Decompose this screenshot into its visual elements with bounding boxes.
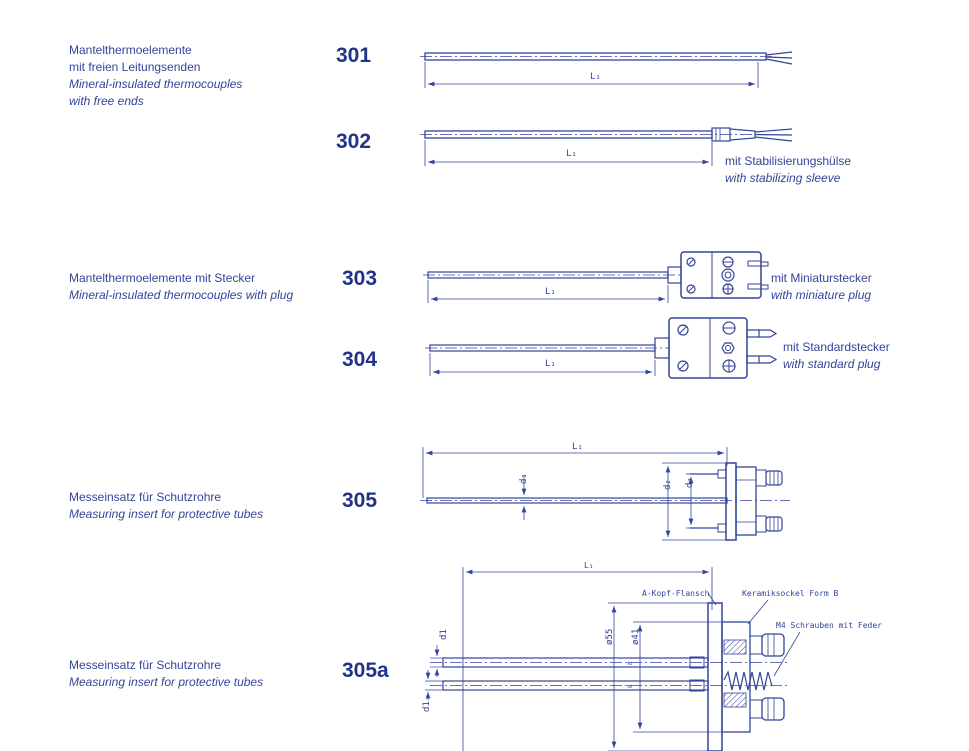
label-d3-305: d₃ [685,477,695,488]
desc-301-de-2: mit freien Leitungsenden [69,60,201,74]
desc-305-de: Messeinsatz für Schutzrohre [69,490,222,504]
label-dia41: ø41 [631,629,641,645]
note-304: mit Standardstecker with standard plug [783,339,890,373]
note-302: mit Stabilisierungshülse with stabilizin… [725,153,851,187]
label-keramiksockel: Keramiksockel Form B [742,589,839,598]
desc-305-en: Measuring insert for protective tubes [69,507,264,521]
label-L1-305a: L₁ [584,561,594,570]
desc-301-en-2: with free ends [69,94,144,108]
note-302-en: with stabilizing sleeve [725,171,841,185]
drawing-301: L₁ [420,51,793,88]
desc-303-de: Mantelthermoelemente mit Stecker [69,271,256,285]
drawing-305: L₁ d₁ d₂ d₃ [420,442,790,541]
item-number-304: 304 [342,348,378,371]
note-303-en: with miniature plug [771,288,872,302]
label-d1-305a-top: d1 [439,629,449,640]
description-303: Mantelthermoelemente mit Stecker Mineral… [69,270,293,304]
label-m4-schrauben: M4 Schrauben mit Feder [776,621,882,630]
drawing-305a: L₁ ≈ ≈ d1 d1 ø55 [422,561,882,751]
item-number-305a: 305a [342,659,389,682]
note-303-de: mit Miniaturstecker [771,271,872,285]
drawing-302: L₁ [420,127,793,166]
label-dia55: ø55 [605,629,615,645]
item-number-305: 305 [342,489,378,512]
label-d2-305: d₂ [663,479,673,490]
description-305a: Messeinsatz für Schutzrohre Measuring in… [69,657,263,691]
desc-305a-de: Messeinsatz für Schutzrohre [69,658,222,672]
label-L1-304: L₁ [545,359,556,369]
note-303: mit Miniaturstecker with miniature plug [771,270,872,304]
label-L1-303: L₁ [545,287,556,297]
item-number-302: 302 [336,130,372,153]
note-302-de: mit Stabilisierungshülse [725,154,852,168]
svg-text:≈: ≈ [627,659,633,669]
item-number-301: 301 [336,44,372,67]
label-d1-305: d₁ [519,473,529,484]
drawing-303: L₁ [423,251,769,303]
note-304-en: with standard plug [783,357,881,371]
drawing-304: L₁ [425,317,778,379]
desc-301-de-1: Mantelthermoelemente [69,43,192,57]
note-304-de: mit Standardstecker [783,340,890,354]
label-L1-301: L₁ [590,72,601,82]
description-305: Messeinsatz für Schutzrohre Measuring in… [69,489,263,523]
label-a-kopf-flansch: A-Kopf-Flansch [642,589,710,598]
desc-303-en: Mineral-insulated thermocouples with plu… [69,288,294,302]
description-301: Mantelthermoelemente mit freien Leitungs… [69,42,242,110]
label-d1-305a-bottom: d1 [422,701,432,712]
item-number-303: 303 [342,267,378,290]
label-L1-305: L₁ [572,442,583,452]
desc-301-en-1: Mineral-insulated thermocouples [69,77,243,91]
desc-305a-en: Measuring insert for protective tubes [69,675,264,689]
svg-text:≈: ≈ [627,682,633,692]
label-L1-302: L₁ [566,149,577,159]
